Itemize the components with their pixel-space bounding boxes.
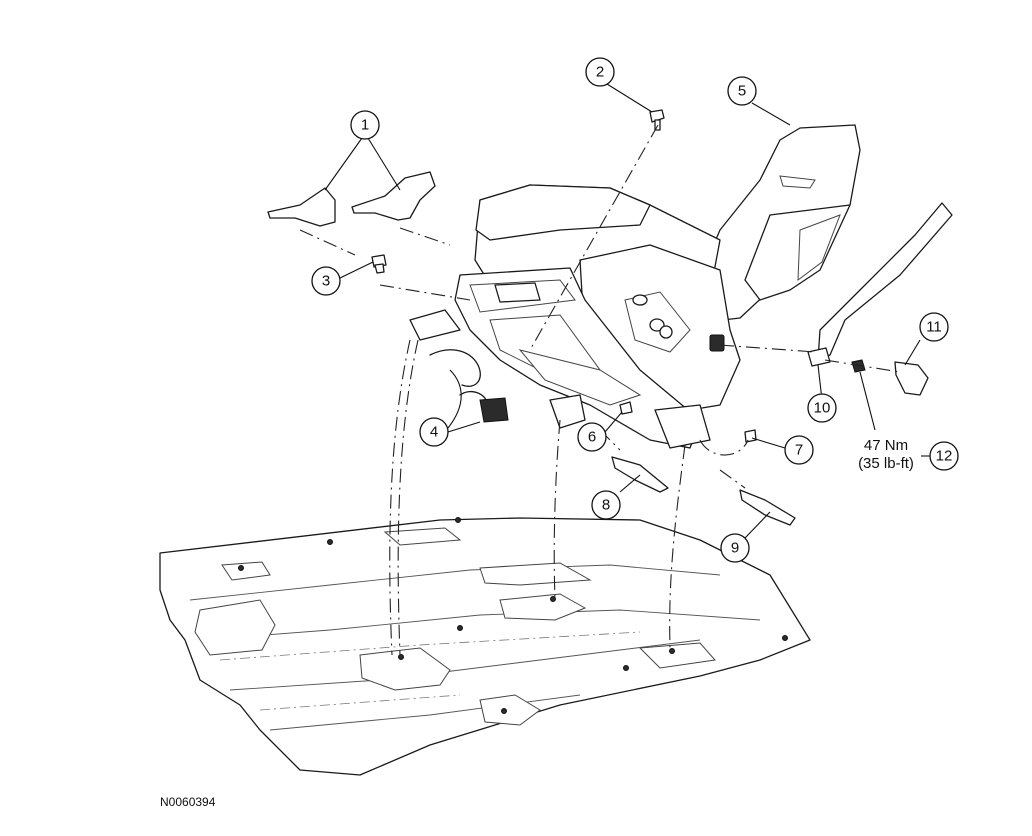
callout-7: 7 [784, 435, 814, 465]
callout-8: 8 [591, 490, 621, 520]
bolt-7 [744, 429, 757, 443]
torque-spec-metric: 47 Nm [864, 437, 908, 454]
assembly-lines [299, 124, 901, 656]
callout-7-label: 7 [795, 442, 803, 459]
floor-pan [159, 517, 811, 776]
callout-4: 4 [419, 417, 449, 447]
callout-1-label: 1 [361, 117, 369, 134]
callout-3-label: 3 [322, 273, 330, 290]
callout-2-label: 2 [596, 64, 604, 81]
callout-12: 12 [929, 441, 959, 471]
callout-8-label: 8 [602, 497, 610, 514]
torque-spec-imperial: (35 lb-ft) [858, 455, 914, 472]
callout-3: 3 [311, 266, 341, 296]
callout-1: 1 [350, 110, 380, 140]
callout-9: 9 [720, 533, 750, 563]
bolt-3 [371, 254, 387, 274]
figure-id: N0060394 [160, 795, 216, 809]
callout-10-label: 10 [814, 400, 831, 417]
callout-2: 2 [585, 57, 615, 87]
callout-12-label: 12 [936, 448, 953, 465]
callout-10: 10 [807, 393, 837, 423]
callout-11: 11 [919, 312, 949, 342]
seat-switch-controls [632, 294, 725, 352]
callout-6-label: 6 [588, 429, 596, 446]
floor-studs [238, 517, 788, 714]
seat-track-frame [409, 267, 711, 449]
callout-6: 6 [577, 422, 607, 452]
seat-belt-strap [807, 202, 953, 367]
callout-9-label: 9 [731, 540, 739, 557]
callout-5-label: 5 [738, 83, 746, 100]
torque-spec: 47 Nm (35 lb-ft) [858, 437, 914, 472]
track-cover-8 [611, 456, 669, 493]
anchor-cap-11 [894, 361, 929, 396]
callout-5: 5 [727, 76, 757, 106]
nut-12 [851, 359, 866, 373]
bolt-6 [619, 401, 633, 415]
callout-11-label: 11 [926, 319, 942, 336]
callout-4-label: 4 [430, 424, 438, 441]
track-cover-9 [739, 489, 796, 526]
trim-covers [267, 171, 436, 227]
